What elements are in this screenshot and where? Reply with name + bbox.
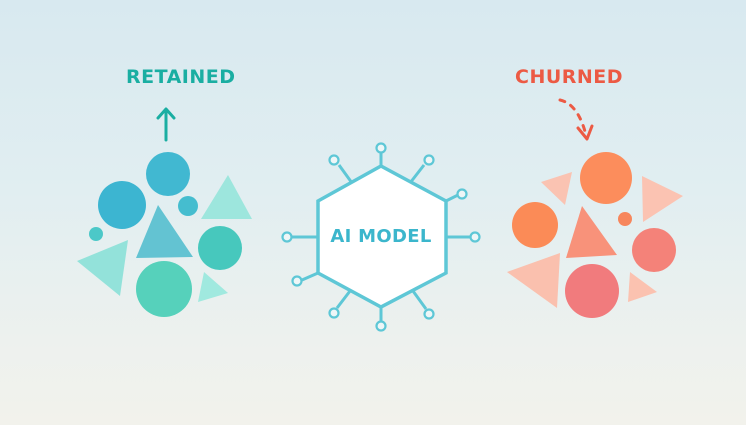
churned-circle — [580, 152, 632, 204]
churned-circle — [565, 264, 619, 318]
retained-circle — [198, 226, 242, 270]
retained-circle — [98, 181, 146, 229]
retained-arrow-icon — [156, 107, 176, 142]
retained-circle — [146, 152, 190, 196]
churned-cluster — [507, 152, 683, 318]
churned-label: CHURNED — [515, 66, 624, 88]
churned-circle — [632, 228, 676, 272]
retained-circle — [89, 227, 103, 241]
retained-circle — [136, 261, 192, 317]
churned-arrow-icon — [558, 98, 594, 141]
retained-triangle — [136, 205, 193, 258]
retained-circle — [178, 196, 198, 216]
churned-triangle — [628, 272, 657, 302]
retained-triangle — [77, 240, 128, 296]
retained-cluster — [77, 152, 252, 317]
churned-triangle — [566, 206, 617, 258]
churned-circle — [512, 202, 558, 248]
connector-lines — [291, 152, 470, 321]
ai-model-node — [281, 142, 481, 332]
churned-triangle — [541, 172, 572, 205]
retained-triangle — [198, 272, 228, 302]
retained-triangle — [201, 175, 252, 219]
churned-triangle — [642, 176, 683, 222]
ai-model-label: AI MODEL — [330, 226, 432, 247]
hexagon — [316, 164, 448, 309]
retained-label: RETAINED — [126, 66, 236, 88]
churned-triangle — [507, 253, 560, 308]
connector-nodes — [281, 142, 481, 332]
churned-circle — [618, 212, 632, 226]
